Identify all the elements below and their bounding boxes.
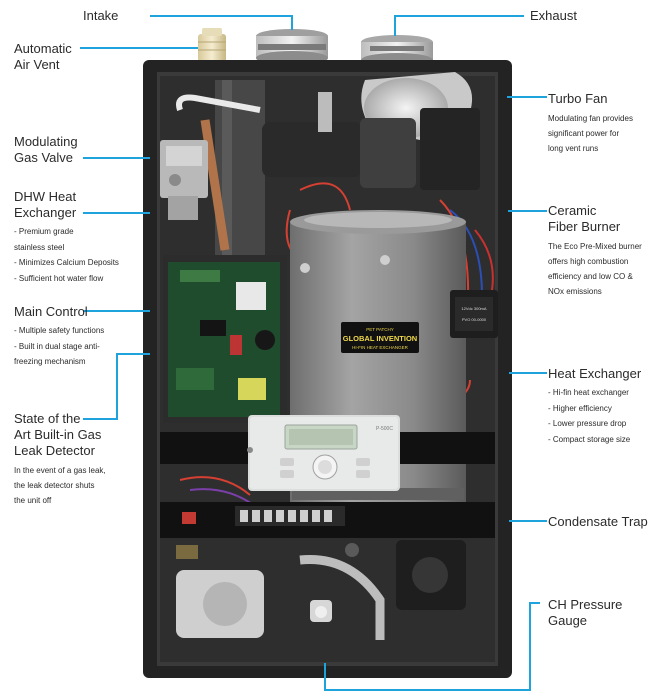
callout-turbo-fan: Turbo Fan Modulating fan provides signif…: [548, 91, 633, 156]
callout-turbo-fan-title: Turbo Fan: [548, 91, 608, 106]
callout-dhw-title: DHW Heat Exchanger: [14, 189, 77, 220]
relay-label-line2: PVO 00-0000: [462, 317, 487, 322]
callout-burner-title: Ceramic Fiber Burner: [548, 203, 621, 234]
callout-gas-valve: Modulating Gas Valve: [14, 134, 78, 166]
gas-valve-block: [160, 140, 208, 220]
callout-intake: Intake: [83, 8, 118, 24]
callout-burner: Ceramic Fiber Burner The Eco Pre-Mixed b…: [548, 203, 642, 299]
callout-exhaust: Exhaust: [530, 8, 577, 24]
callout-main-control-title: Main Control: [14, 304, 88, 319]
callout-main-control-bullets: - Multiple safety functions - Built in d…: [14, 323, 104, 370]
control-panel: P-500C: [247, 415, 400, 491]
callout-exhaust-title: Exhaust: [530, 8, 577, 23]
callout-air-vent-title: Automatic Air Vent: [14, 41, 72, 72]
callout-heat-exchanger: Heat Exchanger - Hi-fin heat exchanger -…: [548, 366, 641, 447]
lower-plumbing: [176, 540, 466, 640]
heat-exchanger-bullet: - Higher efficiency: [548, 403, 612, 413]
tank-badge: PET PATCHY GLOBAL INVENTION HI-FIN HEAT …: [341, 322, 419, 353]
callout-leak-detector-title: State of the Art Built-in Gas Leak Detec…: [14, 411, 102, 458]
relay-label-line1: 12Vdc 300mA: [461, 306, 486, 311]
ch-pressure-line: [324, 602, 540, 691]
callout-ch-pressure: CH Pressure Gauge: [548, 597, 622, 629]
callout-leak-detector-desc: In the event of a gas leak, the leak det…: [14, 466, 106, 505]
leak-detector-line: [83, 353, 150, 420]
callout-dhw-bullets: - Premium grade stainless steel - Minimi…: [14, 224, 119, 286]
callout-condensate: Condensate Trap: [548, 514, 648, 530]
terminal-block: [182, 506, 345, 526]
heat-exchanger-bullet: - Lower pressure drop: [548, 419, 627, 428]
air-vent-cap: [198, 28, 226, 62]
tank-badge-line3: HI-FIN HEAT EXCHANGER: [352, 345, 409, 350]
callout-burner-desc: The Eco Pre-Mixed burner offers high com…: [548, 242, 642, 296]
exhaust-line: [394, 15, 524, 36]
callout-lines: [80, 15, 547, 691]
intake-collar: [256, 29, 328, 65]
heat-exchanger-bullet: - Hi-fin heat exchanger: [548, 388, 629, 397]
callout-main-control: Main Control - Multiple safety functions…: [14, 304, 104, 370]
callout-heat-exchanger-title: Heat Exchanger: [548, 366, 642, 381]
callout-turbo-fan-desc: Modulating fan provides significant powe…: [548, 114, 633, 153]
callout-dhw: DHW Heat Exchanger - Premium grade stain…: [14, 189, 119, 286]
intake-line: [150, 15, 293, 30]
callout-ch-pressure-title: CH Pressure Gauge: [548, 597, 623, 628]
callout-condensate-title: Condensate Trap: [548, 514, 648, 529]
heat-exchanger-bullet: - Compact storage size: [548, 434, 631, 444]
dhw-bullet: - Premium grade stainless steel: [14, 227, 74, 252]
main-control-board: [163, 255, 287, 423]
main-control-bullet: - Multiple safety functions: [14, 326, 105, 335]
dhw-bullet: - Minimizes Calcium Deposits: [14, 258, 119, 267]
dhw-bullet: - Sufficient hot water flow: [14, 273, 104, 283]
relay-module: 12Vdc 300mA PVO 00-0000: [450, 290, 498, 338]
callout-leak-detector: State of the Art Built-in Gas Leak Detec…: [14, 411, 106, 508]
callout-intake-title: Intake: [83, 8, 119, 23]
panel-brand: P-500C: [376, 426, 393, 432]
callout-air-vent: Automatic Air Vent: [14, 41, 72, 73]
tank-badge-line2: GLOBAL INVENTION: [343, 334, 417, 343]
turbo-fan: [262, 72, 480, 190]
callout-heat-exchanger-bullets: - Hi-fin heat exchanger - Higher efficie…: [548, 385, 641, 447]
main-control-bullet: - Built in dual stage anti- freezing mec…: [14, 341, 100, 367]
tank-badge-line1: PET PATCHY: [366, 327, 394, 332]
callout-gas-valve-title: Modulating Gas Valve: [14, 134, 78, 165]
